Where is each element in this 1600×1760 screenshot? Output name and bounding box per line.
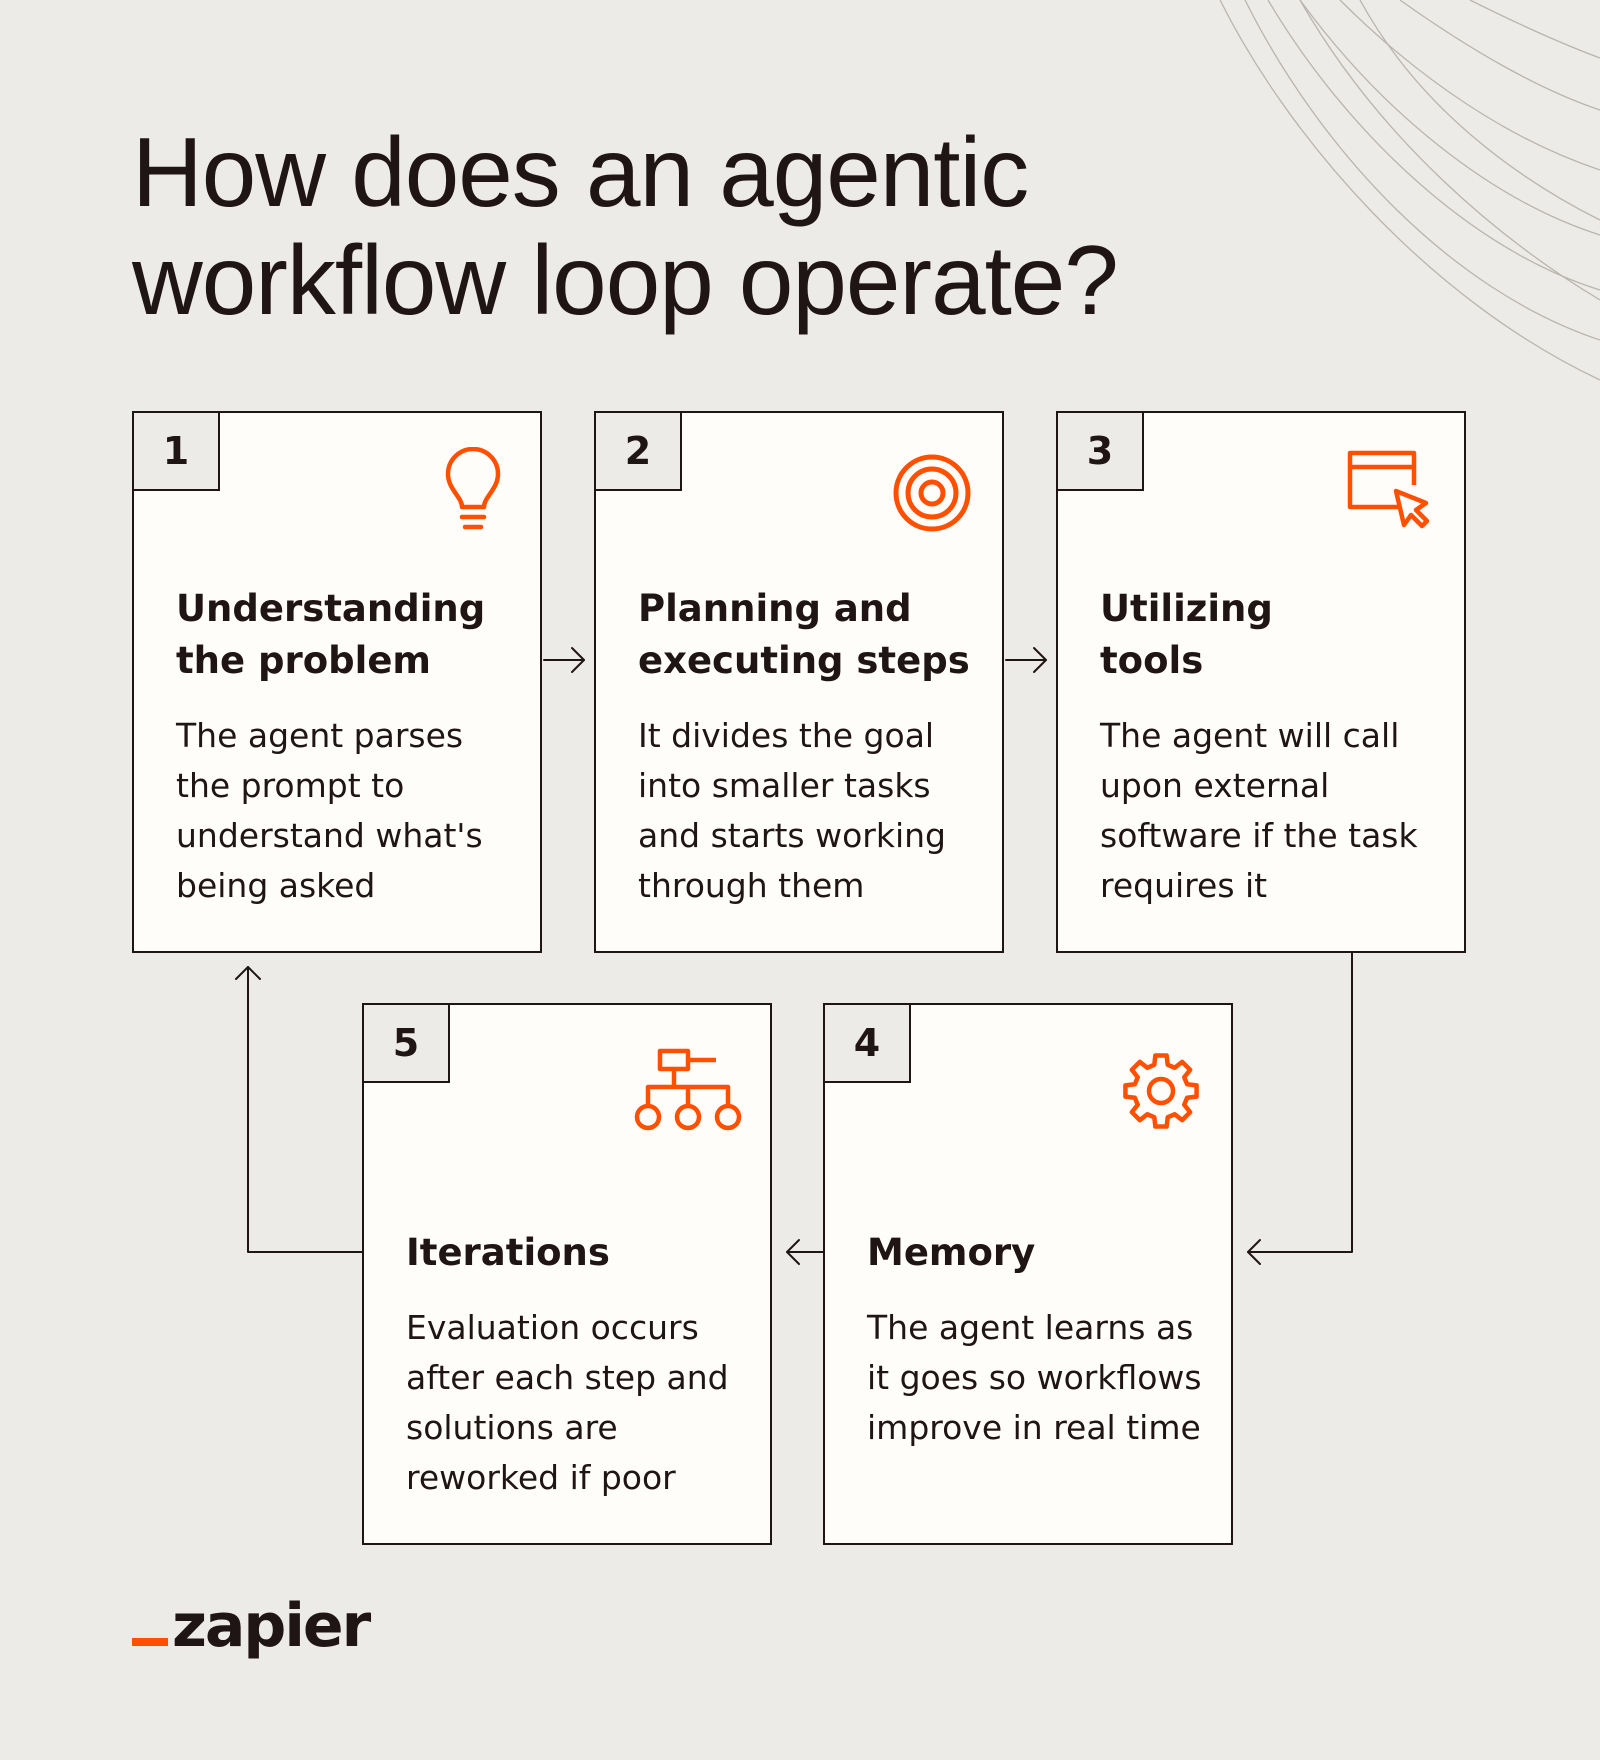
arrow-3-to-4	[1247, 952, 1353, 1265]
arrow-5-to-1	[235, 966, 363, 1253]
arrow-4-to-5	[786, 1239, 824, 1265]
step-heading-line-1: Understanding	[176, 587, 486, 630]
step-heading-line-2: the problem	[176, 639, 431, 682]
step-number: 2	[594, 411, 682, 491]
step-card-2: 2 Planning and executing steps It divide…	[594, 411, 1004, 953]
step-card-5: 5 Iterations Evaluation occurs after eac…	[362, 1003, 772, 1545]
step-number: 1	[132, 411, 220, 491]
logo-underscore-mark	[132, 1638, 168, 1646]
step-number: 3	[1056, 411, 1144, 491]
title-line-1: How does an agentic	[132, 117, 1029, 227]
lightbulb-icon	[445, 447, 501, 530]
step-heading: Iterations	[406, 1227, 752, 1279]
step-number: 4	[823, 1003, 911, 1083]
step-description: The agent parses the prompt to understan…	[176, 716, 483, 905]
page-title: How does an agentic workflow loop operat…	[132, 117, 1119, 335]
arrow-1-to-2	[543, 647, 585, 673]
step-heading-line-1: Iterations	[406, 1231, 610, 1274]
browser-cursor-icon	[1347, 450, 1430, 529]
target-icon	[893, 454, 971, 532]
title-line-2: workflow loop operate?	[132, 225, 1119, 335]
step-card-4: 4 Memory The agent learns as it goes so …	[823, 1003, 1233, 1545]
gear-icon	[1123, 1053, 1199, 1129]
step-heading-line-1: Planning and	[638, 587, 912, 630]
step-card-1: 1 Understanding the problem The agent pa…	[132, 411, 542, 953]
step-number: 5	[362, 1003, 450, 1083]
step-description: The agent will call upon external softwa…	[1100, 716, 1418, 905]
logo-text: zapier	[172, 1591, 371, 1661]
step-heading-line-1: Utilizing	[1100, 587, 1273, 630]
step-heading: Understanding the problem	[176, 583, 522, 687]
step-heading: Utilizing tools	[1100, 583, 1446, 687]
step-heading: Memory	[867, 1227, 1213, 1279]
step-card-3: 3 Utilizing tools The agent will call up…	[1056, 411, 1466, 953]
step-description: It divides the goal into smaller tasks a…	[638, 716, 947, 905]
hierarchy-icon	[634, 1048, 742, 1131]
step-heading-line-2: executing steps	[638, 639, 970, 682]
gear-hole	[1146, 1076, 1176, 1106]
gear-outline	[1123, 1053, 1199, 1129]
step-description: The agent learns as it goes so workflows…	[867, 1308, 1202, 1447]
step-heading-line-2: tools	[1100, 639, 1204, 682]
step-heading-line-1: Memory	[867, 1231, 1036, 1274]
arrow-2-to-3	[1005, 647, 1047, 673]
step-heading: Planning and executing steps	[638, 583, 984, 687]
zapier-logo: zapier	[132, 1591, 371, 1661]
step-description: Evaluation occurs after each step and so…	[406, 1308, 729, 1497]
